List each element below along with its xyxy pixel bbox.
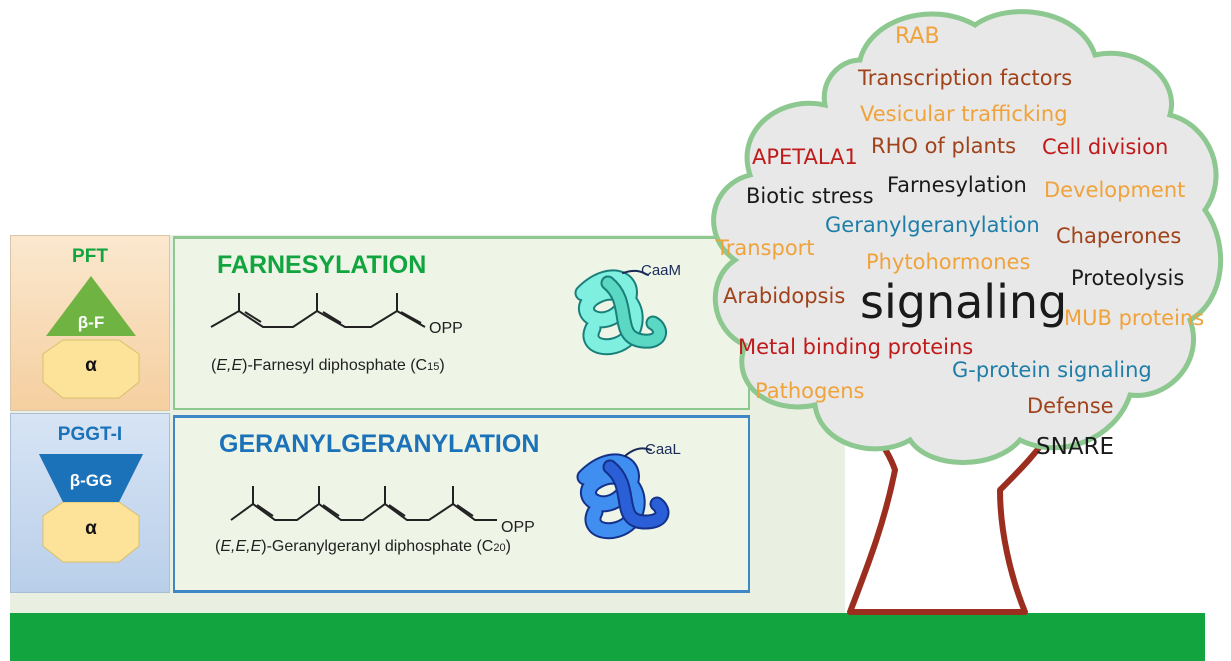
word-metal-binding-proteins: Metal binding proteins [738,335,974,359]
pft-alpha-label: α [85,355,97,376]
geranylgeranyl-caption: (E,E,E)-Geranylgeranyl diphosphate (C20) [215,538,511,555]
farnesylation-box: FARNESYLATION OPP (E,E)-Farnesyl diphosp… [173,236,750,410]
geranylgeranylated-protein-graphic: CaaL [576,441,681,540]
geranylgeranyl-opp-label: OPP [501,519,535,536]
geranylgeranylation-title: GERANYLGERANYLATION [219,430,540,458]
caal-motif-label: CaaL [645,441,681,458]
beta-f-subunit-shape [46,276,136,336]
word-transport: Transport [716,236,815,260]
word-signaling: signaling [860,275,1068,329]
geranylgeranylation-box: GERANYLGERANYLATION OPP (E,E,E)-Geranylg… [173,415,750,593]
ground-strip [10,613,1205,661]
beta-gg-subunit-overlay [39,454,143,502]
word-transcription-factors: Transcription factors [858,66,1073,90]
pggt-enzyme-box: PGGT-I β-GG α [10,413,170,593]
pggt-label: PGGT-I [57,424,123,445]
word-g-protein-signaling: G-protein signaling [952,358,1152,382]
word-phytohormones: Phytohormones [866,250,1031,274]
tree-illustration [711,9,1224,615]
word-chaperones: Chaperones [1056,224,1182,248]
word-arabidopsis: Arabidopsis [723,284,846,308]
pggt-subunits-graphic: β-GG α [39,454,143,563]
word-rho-of-plants: RHO of plants [871,134,1017,158]
word-proteolysis: Proteolysis [1071,266,1185,290]
pft-label: PFT [72,246,108,267]
word-biotic-stress: Biotic stress [746,184,874,208]
pft-enzyme-box: PFT β-F α [10,235,170,411]
farnesylation-title: FARNESYLATION [217,251,427,279]
word-geranylgeranylation: Geranylgeranylation [825,213,1040,237]
geranylgeranyl-diphosphate-structure: OPP [230,486,535,536]
tree-canopy-cloud [711,9,1224,465]
word-rab: RAB [895,24,940,49]
farnesyl-caption: (E,E)-Farnesyl diphosphate (C15) [211,357,445,374]
word-mub-proteins: MUB proteins [1064,306,1205,330]
pft-beta-label: β-F [78,313,104,332]
farnesyl-diphosphate-structure: OPP [210,293,463,337]
alpha-subunit-shape [42,501,140,563]
word-snare: SNARE [1036,434,1115,460]
alpha-subunit-shape [42,339,140,399]
farnesyl-opp-label: OPP [429,320,463,337]
farnesylated-protein-graphic: CaaM [574,262,681,356]
word-development: Development [1044,178,1186,202]
word-farnesylation: Farnesylation [887,173,1027,197]
word-defense: Defense [1027,394,1114,418]
word-apetala1: APETALA1 [752,145,858,169]
word-pathogens: Pathogens [755,379,865,403]
pggt-alpha-label: α [85,518,97,539]
pft-subunits-graphic: β-F α [42,276,140,399]
word-cell-division: Cell division [1042,135,1169,159]
pggt-beta-label: β-GG [70,471,112,490]
word-vesicular-trafficking: Vesicular trafficking [860,102,1068,126]
caam-motif-label: CaaM [641,262,681,279]
